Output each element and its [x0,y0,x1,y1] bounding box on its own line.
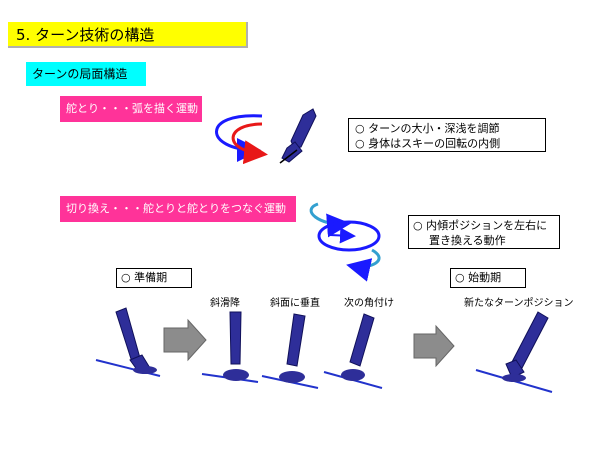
steering-notes-box: ○ ターンの大小・深浅を調節 ○ 身体はスキーの回転の内側 [348,118,546,152]
start-phase-box: ○ 始動期 [450,268,526,288]
next-edge-label: 次の角付け [344,298,394,309]
transition-label: 切り換え・・・舵とりと舵とりをつなぐ運動 [60,196,296,222]
steering-label: 舵とり・・・弧を描く運動 [60,96,202,122]
preparation-phase-box: ○ 準備期 [116,268,192,288]
transition-notes-box: ○ 内傾ポジションを左右に 置き換える動作 [408,215,560,249]
steering-leg-figure [279,108,317,164]
steering-note-2: ○ 身体はスキーの回転の内側 [355,137,501,150]
new-turn-leg-figure [475,311,553,393]
steering-rotation-arrows [215,114,268,165]
preparation-leg-figure [95,307,161,377]
phase-arrow-1 [163,318,207,362]
section-subtitle: ターンの局面構造 [26,62,146,86]
next-edge-leg-figure [323,313,383,389]
traverse-leg-figure [201,311,259,383]
traverse-label: 斜滑降 [210,298,240,309]
new-turn-label: 新たなターンポジション [464,298,574,309]
transition-note-2: 置き換える動作 [429,234,506,247]
perpendicular-leg-figure [261,313,319,389]
perpendicular-label: 斜面に垂直 [270,298,320,309]
transition-note-1: ○ 内傾ポジションを左右に [413,219,548,232]
transition-rotation-arrows [309,202,381,282]
page-title: 5. ターン技術の構造 [8,22,248,48]
phase-arrow-2 [413,324,455,368]
steering-note-1: ○ ターンの大小・深浅を調節 [355,122,500,135]
